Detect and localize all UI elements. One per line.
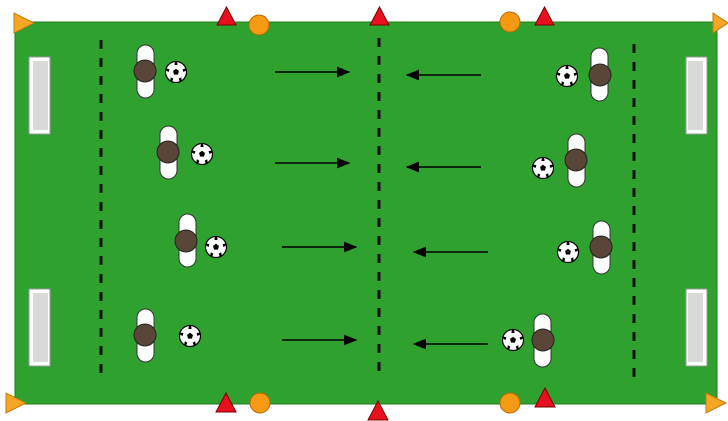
player-left-1 [134, 45, 156, 98]
corner-flag-top-right [713, 13, 728, 33]
orange-disc [249, 15, 269, 35]
ball [206, 237, 227, 258]
orange-disc [500, 12, 520, 32]
player-left-4 [134, 309, 156, 362]
ball [166, 62, 187, 83]
red-cone [370, 7, 389, 25]
goal-top-right [686, 57, 707, 134]
ball [503, 330, 524, 351]
goal-top-left [29, 57, 50, 134]
ball [533, 158, 554, 179]
goal-bottom-right [686, 289, 707, 366]
player-right-4 [532, 314, 554, 367]
player-left-2 [157, 126, 179, 179]
goal-bottom-left [29, 289, 50, 366]
orange-disc [250, 393, 270, 413]
ball [557, 66, 578, 87]
ball [558, 242, 579, 263]
pitch [15, 22, 717, 404]
player-right-3 [590, 221, 612, 274]
red-cone [535, 7, 554, 25]
player-right-1 [589, 48, 611, 101]
ball [192, 144, 213, 165]
orange-disc [500, 393, 520, 413]
ball [180, 326, 201, 347]
player-right-2 [565, 134, 587, 187]
red-cone [217, 7, 236, 25]
